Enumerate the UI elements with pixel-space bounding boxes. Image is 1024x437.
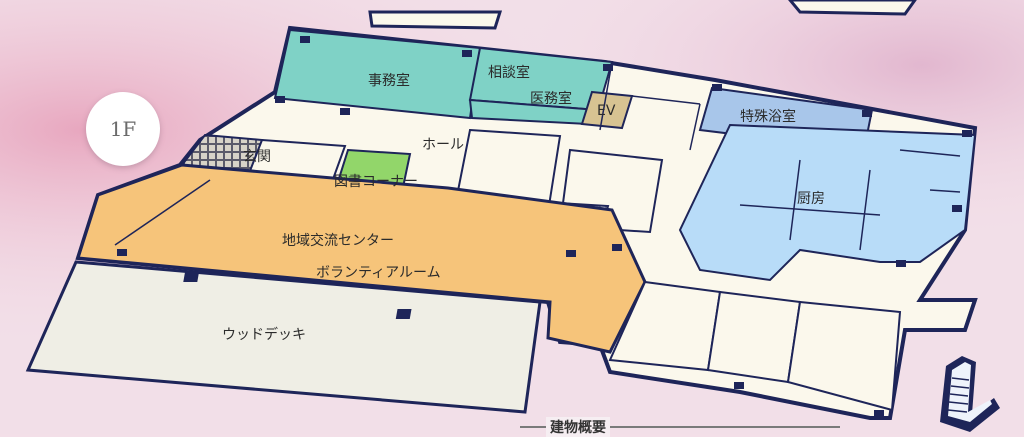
community-center-area: [76, 163, 647, 354]
room-label-community-center: 地域交流センター: [282, 233, 394, 249]
kitchen-area: [678, 123, 977, 282]
room-label-hall: ホール: [422, 137, 464, 153]
stair-block: [558, 148, 664, 234]
room-label-library-corner: 図書コーナー: [334, 174, 418, 190]
lower-room-3: [786, 300, 902, 412]
room-label-elevator: EV: [597, 103, 616, 119]
community-center-inner-line: [114, 179, 211, 246]
floor-badge: 1F: [86, 92, 160, 166]
room-label-wood-deck: ウッドデッキ: [222, 327, 306, 343]
room-label-entrance: 玄関: [243, 149, 271, 165]
room-label-volunteer-room: ボランティアルーム: [316, 265, 441, 281]
room-label-medical: 医務室: [530, 91, 572, 107]
stair-icon: [940, 356, 1000, 432]
floor-badge-label: 1F: [109, 117, 137, 141]
column-2: [395, 309, 412, 319]
room-label-kitchen: 厨房: [797, 191, 825, 207]
elevator-shaft: [580, 90, 634, 130]
office-area: [273, 28, 482, 120]
room-label-office: 事務室: [368, 73, 410, 89]
upper-structure-top: [368, 10, 503, 30]
room-label-consultation: 相談室: [488, 65, 530, 81]
column-1: [183, 272, 200, 282]
partition-lines: [599, 61, 961, 251]
upper-structure-top-right: [788, 0, 917, 16]
room-label-special-bath: 特殊浴室: [740, 109, 796, 125]
lower-room-2: [706, 290, 802, 384]
summary-heading: 建物概要: [546, 417, 610, 437]
building-summary-header: 建物概要: [520, 414, 840, 437]
summary-rule: [520, 426, 840, 428]
structural-columns: [117, 36, 972, 417]
